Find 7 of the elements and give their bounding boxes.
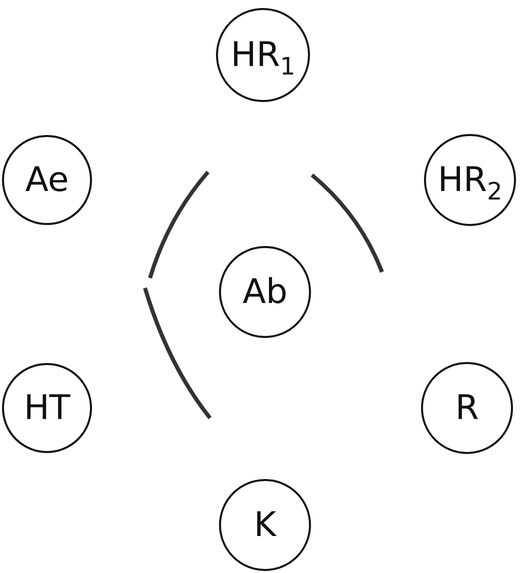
- node-label: Ae: [25, 160, 69, 200]
- node-label: K: [254, 505, 276, 545]
- node-label: R: [455, 388, 479, 428]
- node-label: HR$_{1}$: [230, 35, 296, 75]
- node-label: HR$_{2}$: [438, 160, 502, 200]
- node-label: Ab: [242, 272, 288, 312]
- node-label: HT: [24, 388, 70, 428]
